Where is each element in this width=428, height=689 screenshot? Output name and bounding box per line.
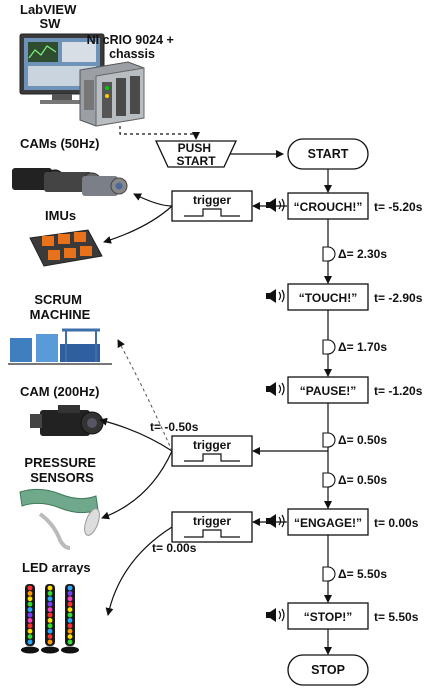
led-array-icon: [21, 584, 79, 654]
led-dot: [47, 628, 53, 634]
svg-text:t= 0.00s: t= 0.00s: [374, 516, 419, 530]
svg-text:NI cRIO 9024 + chassis: NI cRIO 9024 + chassis: [87, 33, 178, 61]
crio-chassis-icon: [79, 61, 145, 127]
trigger-2-time: t= -0.50s: [150, 420, 199, 434]
trigger-box-1: trigger: [171, 190, 253, 222]
led-dot: [27, 618, 33, 623]
svg-text:trigger: trigger: [193, 438, 231, 452]
cams-50hz-label: CAMs (50Hz): [20, 136, 99, 151]
led-dot: [47, 634, 53, 639]
led-dot: [27, 591, 33, 596]
led-dot: [67, 639, 73, 645]
led-dot: [27, 601, 33, 607]
delay-4: Δ= 0.50s: [338, 473, 387, 487]
led-dot: [67, 585, 73, 591]
trigger-box-2: trigger: [171, 435, 253, 467]
step-pause: “PAUSE!” t= -1.20s: [287, 376, 423, 404]
led-dot: [27, 607, 33, 612]
trigger-box-3: trigger: [171, 511, 253, 543]
led-dot: [47, 607, 53, 612]
led-dot: [27, 585, 33, 591]
trigger-3-time: t= 0.00s: [152, 541, 197, 555]
speaker-icon: [266, 608, 285, 622]
delay-icon: [322, 566, 336, 582]
cam-200hz-label: CAM (200Hz): [20, 384, 99, 399]
svg-text:“PAUSE!”: “PAUSE!”: [300, 384, 356, 398]
led-dot: [27, 612, 33, 618]
speaker-icon: [266, 514, 285, 528]
speaker-icon: [266, 289, 285, 303]
delay-icon: [322, 432, 336, 448]
delay-5: Δ= 5.50s: [338, 567, 387, 581]
delay-icon: [322, 472, 336, 488]
pressure-sensors-label: PRESSURE SENSORS: [24, 455, 99, 485]
computer-monitor-icon: [19, 33, 105, 104]
delay-icon: [322, 246, 336, 262]
led-array-base: [61, 646, 79, 654]
led-dot: [67, 607, 73, 612]
led-dot: [67, 634, 73, 639]
labview-label: LabVIEW SW: [20, 2, 80, 31]
svg-text:“STOP!”: “STOP!”: [304, 610, 352, 624]
led-dot: [27, 623, 33, 629]
led-dot: [47, 601, 53, 607]
svg-text:“ENGAGE!”: “ENGAGE!”: [294, 516, 362, 530]
delay-1: Δ= 2.30s: [338, 247, 387, 261]
svg-text:t= -5.20s: t= -5.20s: [374, 200, 423, 214]
imu-sensor-icon: [29, 229, 103, 267]
svg-text:START: START: [308, 147, 349, 161]
led-dot: [67, 628, 73, 634]
led-array-base: [41, 646, 59, 654]
svg-text:t= -1.20s: t= -1.20s: [374, 384, 423, 398]
delay-3: Δ= 0.50s: [338, 433, 387, 447]
led-dot: [67, 596, 73, 602]
svg-text:t= -2.90s: t= -2.90s: [374, 291, 423, 305]
led-dot: [27, 628, 33, 634]
svg-text:“CROUCH!”: “CROUCH!”: [294, 200, 363, 214]
svg-text:STOP: STOP: [311, 663, 345, 677]
speaker-icon: [266, 382, 285, 396]
led-dot: [67, 591, 73, 596]
led-arrays-label: LED arrays: [22, 560, 91, 575]
svg-text:PUSH START: PUSH START: [176, 141, 216, 168]
svg-text:trigger: trigger: [193, 193, 231, 207]
video-camera-icon: [12, 168, 128, 196]
led-dot: [27, 639, 33, 645]
led-dot: [47, 585, 53, 591]
step-engage: “ENGAGE!” t= 0.00s: [287, 508, 419, 536]
led-dot: [67, 618, 73, 623]
speaker-icon: [266, 198, 285, 212]
led-dot: [27, 634, 33, 639]
video-camera-icon: [30, 405, 104, 436]
led-dot: [67, 601, 73, 607]
svg-text:trigger: trigger: [193, 514, 231, 528]
start-terminal: START: [287, 138, 369, 170]
led-dot: [47, 596, 53, 602]
step-crouch: “CROUCH!” t= -5.20s: [287, 192, 423, 220]
led-dot: [47, 612, 53, 618]
push-start-box: PUSH START: [154, 140, 238, 168]
crio-label: NI cRIO 9024 + chassis: [87, 33, 178, 61]
step-touch: “TOUCH!” t= -2.90s: [287, 283, 423, 311]
led-dot: [47, 623, 53, 629]
pressure-sensor-icon: [19, 488, 100, 550]
scrum-machine-label: SCRUM MACHINE: [30, 292, 91, 322]
led-dot: [27, 596, 33, 602]
led-dot: [47, 618, 53, 623]
imus-label: IMUs: [45, 208, 76, 223]
led-dot: [67, 612, 73, 618]
svg-text:LabVIEW SW: LabVIEW SW: [20, 2, 80, 31]
led-dot: [67, 623, 73, 629]
svg-text:“TOUCH!”: “TOUCH!”: [299, 291, 357, 305]
delay-icon: [322, 339, 336, 355]
stop-terminal: STOP: [287, 654, 369, 686]
step-stop: “STOP!” t= 5.50s: [287, 602, 419, 630]
scrum-machine-icon: [8, 328, 112, 365]
svg-text:t= 5.50s: t= 5.50s: [374, 610, 419, 624]
delay-2: Δ= 1.70s: [338, 340, 387, 354]
led-dot: [47, 639, 53, 645]
led-dot: [47, 591, 53, 596]
led-array-base: [21, 646, 39, 654]
